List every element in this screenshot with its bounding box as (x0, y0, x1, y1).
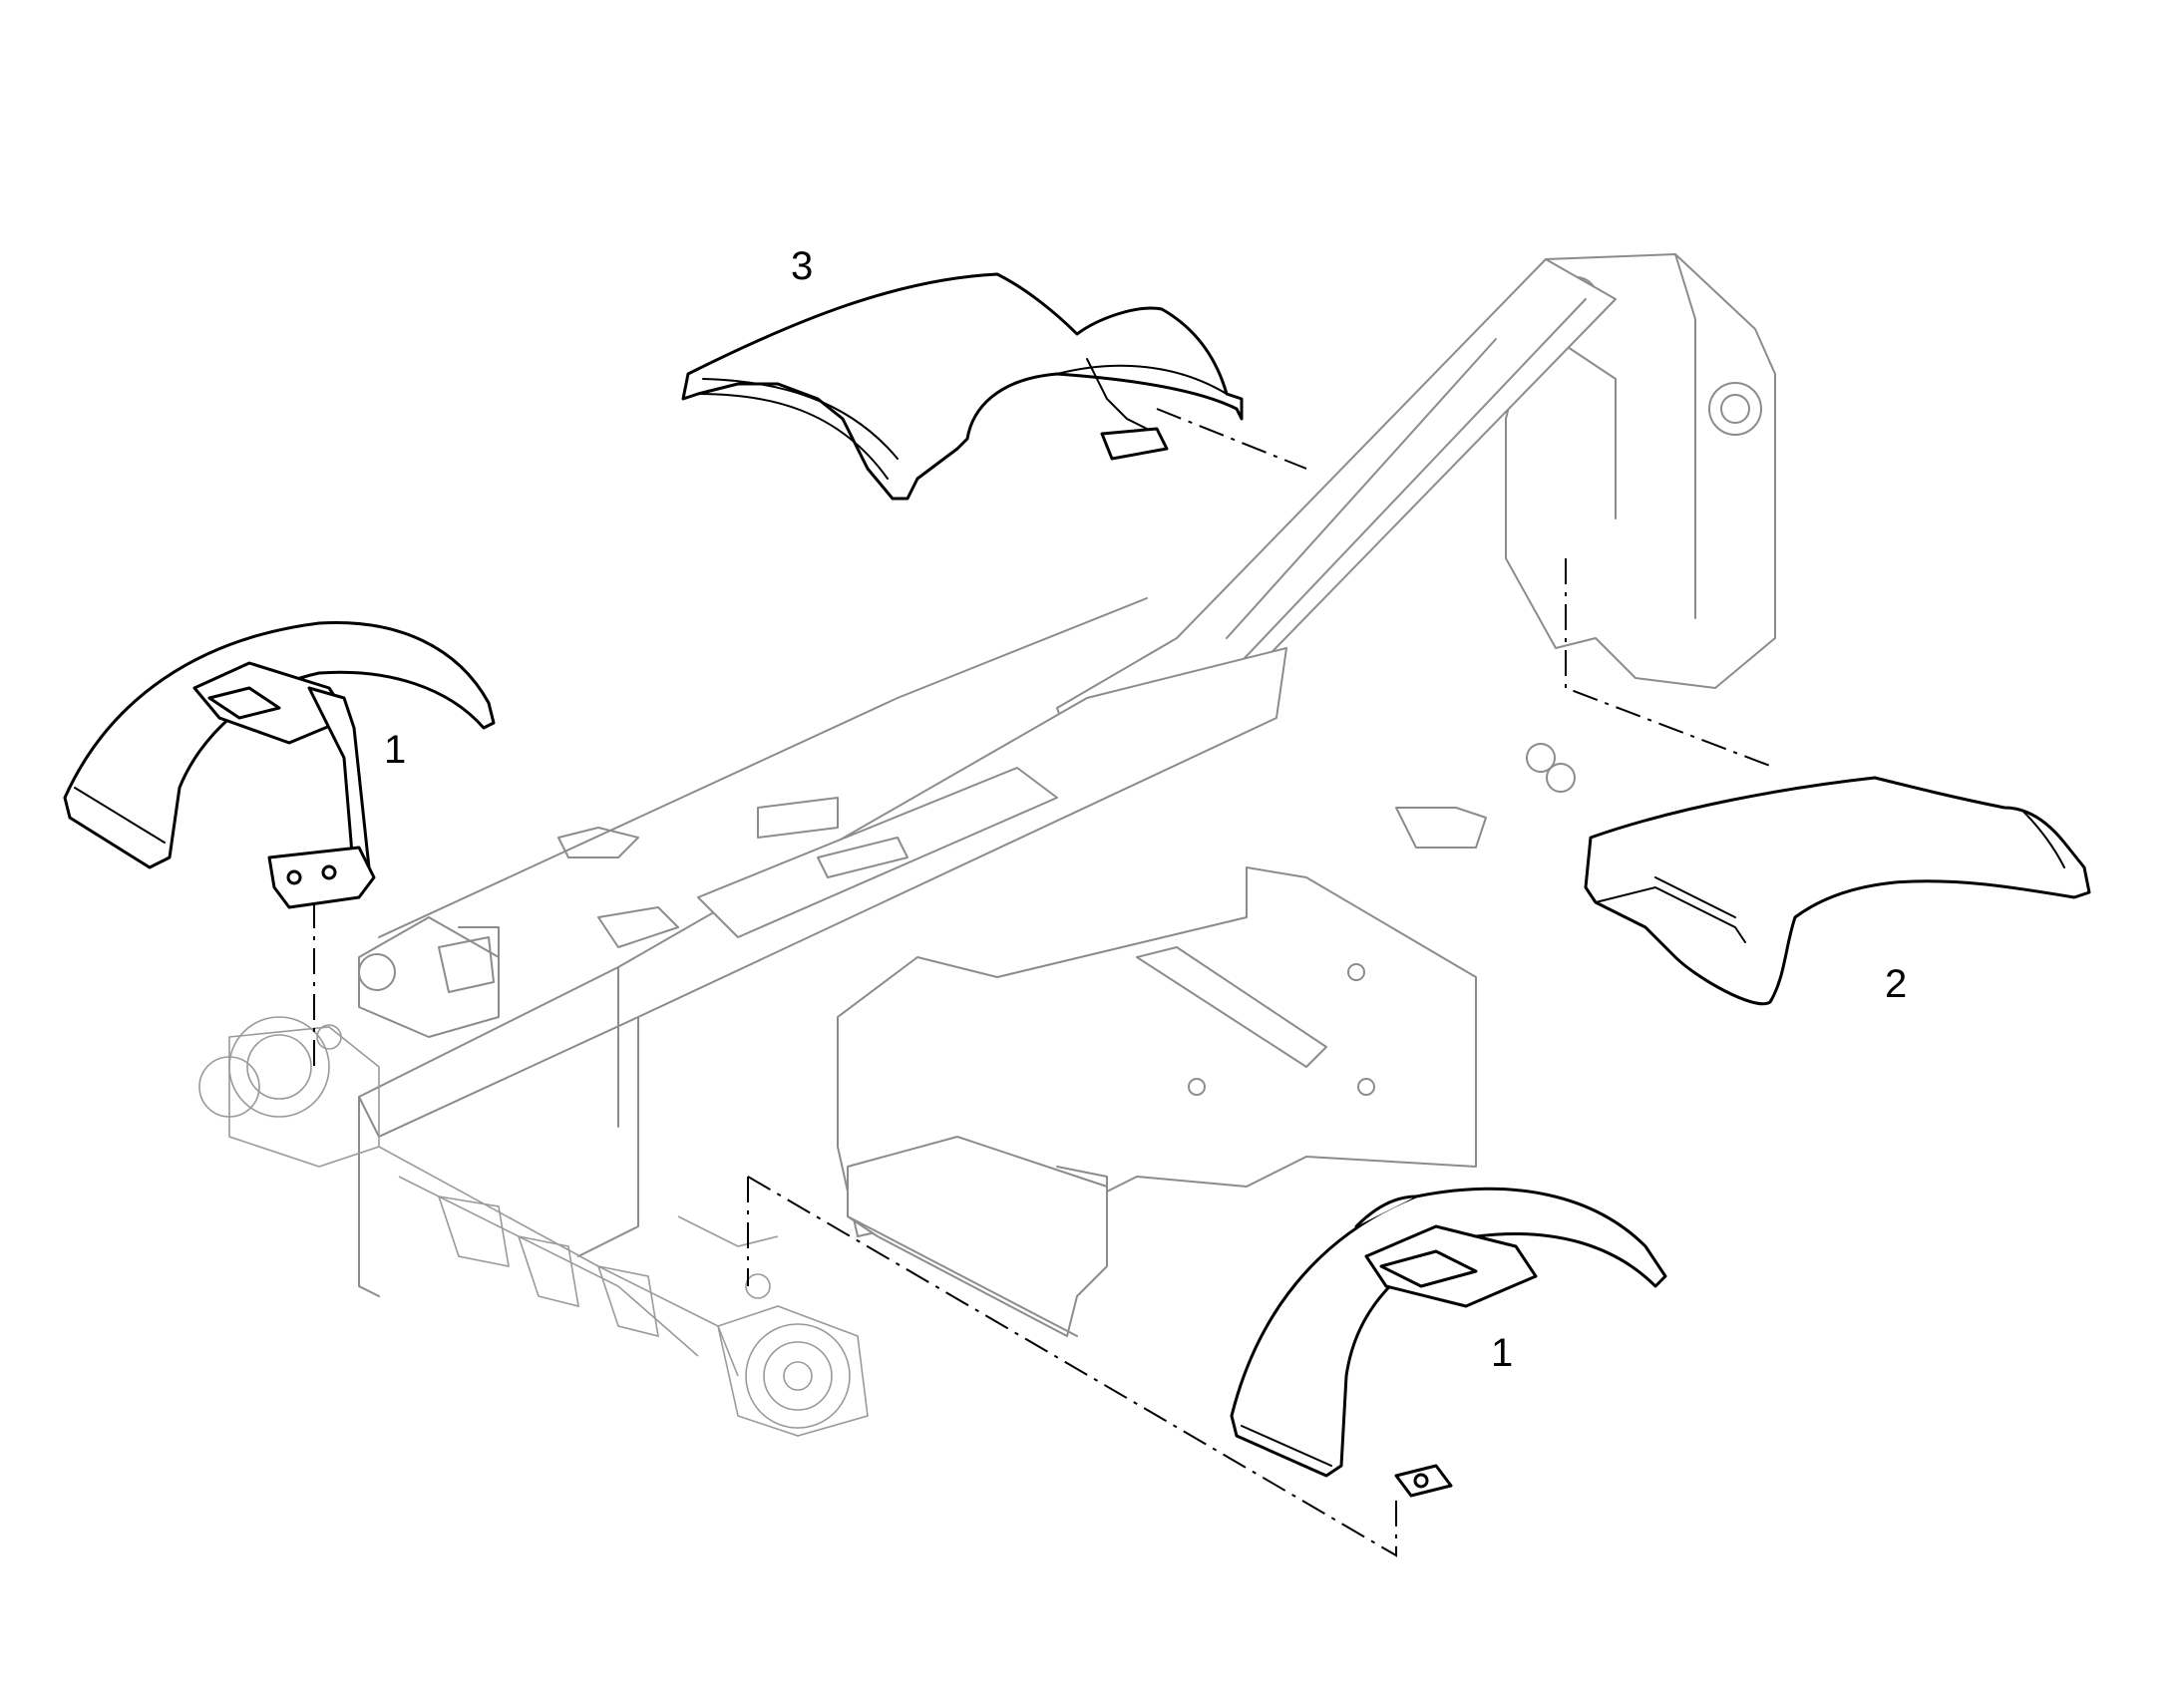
chassis-frame (358, 253, 1776, 1337)
rear-right-cover-part (1584, 776, 2091, 1006)
callout-label-part-1-right: 1 (1491, 1331, 1513, 1375)
front-axle (198, 1016, 869, 1437)
top-cover-part (681, 272, 1244, 501)
callout-label-part-1-left: 1 (384, 728, 406, 772)
front-right-mudguard-part (1230, 1187, 1667, 1498)
leader-lines (313, 408, 1776, 1557)
callout-label-part-2: 2 (1885, 962, 1907, 1006)
callout-label-part-3: 3 (791, 244, 813, 288)
front-left-mudguard-part (63, 620, 496, 909)
